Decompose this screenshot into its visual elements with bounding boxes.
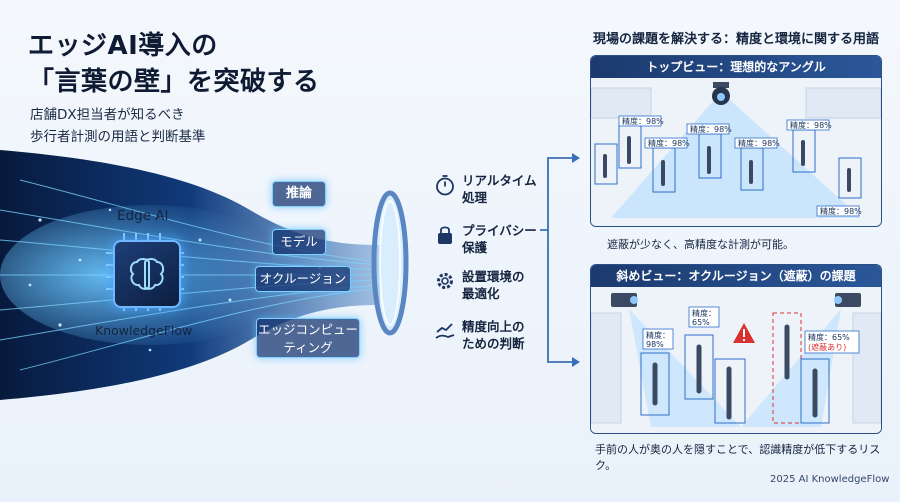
warning-icon — [733, 323, 755, 343]
feature-privacy-line-1: プライバシー — [462, 223, 537, 238]
top-tag-3: 精度：98% — [648, 138, 690, 148]
top-tag-1: 精度：98% — [622, 116, 664, 126]
ceiling-camera — [712, 82, 730, 105]
term-inference: 推論 — [272, 181, 326, 207]
bottom-tag-65-line-2: 65% — [692, 318, 710, 327]
top-tag-6: 精度：98% — [820, 206, 862, 216]
feature-realtime: リアルタイム 処理 — [434, 172, 554, 208]
right-heading: 現場の課題を解決する：精度と環境に関する用語 — [593, 32, 880, 47]
top-tag-2: 精度：98% — [690, 124, 732, 134]
feature-privacy-line-2: 保護 — [462, 240, 488, 255]
feature-realtime-line-2: 処理 — [462, 190, 488, 205]
brain-icon — [129, 258, 165, 290]
feature-accuracy-line-1: 精度向上の — [462, 319, 525, 334]
feature-realtime-text: リアルタイム 処理 — [462, 172, 537, 206]
top-view-caption: 遮蔽が少なく、高精度な計測が可能。 — [607, 238, 794, 251]
bottom-tag-65-line-1: 精度： — [692, 308, 716, 318]
ai-chip — [113, 240, 181, 308]
bottom-tag-65b-line-1: 精度：65% — [808, 332, 850, 342]
term-edge-line-2: ティング — [283, 340, 333, 355]
bottom-tag-65b-line-2: (遮蔽あり) — [808, 342, 846, 352]
oblique-view-title: 斜めビュー：オクルージョン（遮蔽）の課題 — [591, 265, 881, 287]
term-occlusion: オクルージョン — [255, 266, 351, 292]
feature-environment-line-1: 設置環境の — [462, 269, 525, 284]
feature-accuracy-text: 精度向上の ための判断 — [462, 318, 525, 352]
term-edge-line-1: エッジコンピュー — [257, 322, 358, 337]
subtitle-line-2: 歩行者計測の用語と判断基準 — [30, 129, 206, 145]
feature-privacy: プライバシー 保護 — [434, 222, 554, 258]
hand-chart-icon — [435, 323, 455, 339]
top-view-title: トップビュー：理想的なアングル — [591, 56, 881, 78]
right-camera — [834, 293, 861, 307]
feature-privacy-text: プライバシー 保護 — [462, 222, 537, 256]
top-tag-4: 精度：98% — [738, 138, 780, 148]
feature-accuracy: 精度向上の ための判断 — [434, 318, 554, 354]
feature-environment-line-2: 最適化 — [462, 286, 500, 301]
lock-icon — [438, 226, 452, 244]
feature-realtime-line-1: リアルタイム — [462, 173, 537, 188]
oblique-view-caption: 手前の人が奥の人を隠すことで、認識精度が低下するリスク。 — [595, 443, 881, 472]
title-line-1: エッジAI導入の — [28, 31, 218, 61]
page-title: エッジAI導入の 「言葉の壁」を突破する — [28, 28, 320, 100]
lens-graphic — [371, 190, 409, 336]
stopwatch-icon — [436, 175, 454, 196]
title-line-2: 「言葉の壁」を突破する — [28, 67, 320, 97]
left-camera — [611, 293, 638, 307]
footer-credit: 2025 AI KnowledgeFlow — [770, 474, 890, 485]
subtitle: 店舗DX担当者が知るべき 歩行者計測の用語と判断基準 — [30, 104, 206, 148]
term-model: モデル — [272, 229, 326, 255]
edge-ai-label: Edge AI — [117, 208, 169, 224]
brand-label: KnowledgeFlow — [95, 323, 193, 338]
oblique-view-panel: 斜めビュー：オクルージョン（遮蔽）の課題 — [590, 264, 882, 434]
feature-environment-text: 設置環境の 最適化 — [462, 268, 525, 302]
feature-accuracy-line-2: ための判断 — [462, 336, 525, 351]
subtitle-line-1: 店舗DX担当者が知るべき — [30, 107, 185, 123]
bottom-tag-98-line-1: 精度： — [646, 330, 670, 340]
feature-environment: 設置環境の 最適化 — [434, 268, 554, 304]
oblique-view-scene: 精度： 98% 精度： 65% 精度：65% (遮蔽あり) — [591, 287, 881, 433]
term-edge-computing: エッジコンピュー ティング — [256, 318, 360, 358]
bottom-tag-98-line-2: 98% — [646, 340, 664, 349]
top-tag-5: 精度：98% — [790, 120, 832, 130]
connector-bracket — [540, 153, 580, 367]
top-view-panel: トップビュー：理想的なアングル 精度：98% 精度：98% — [590, 55, 882, 227]
top-view-scene: 精度：98% 精度：98% 精度：98% 精度：98% 精度：98% 精度：98… — [591, 78, 881, 226]
gear-icon — [437, 273, 453, 289]
